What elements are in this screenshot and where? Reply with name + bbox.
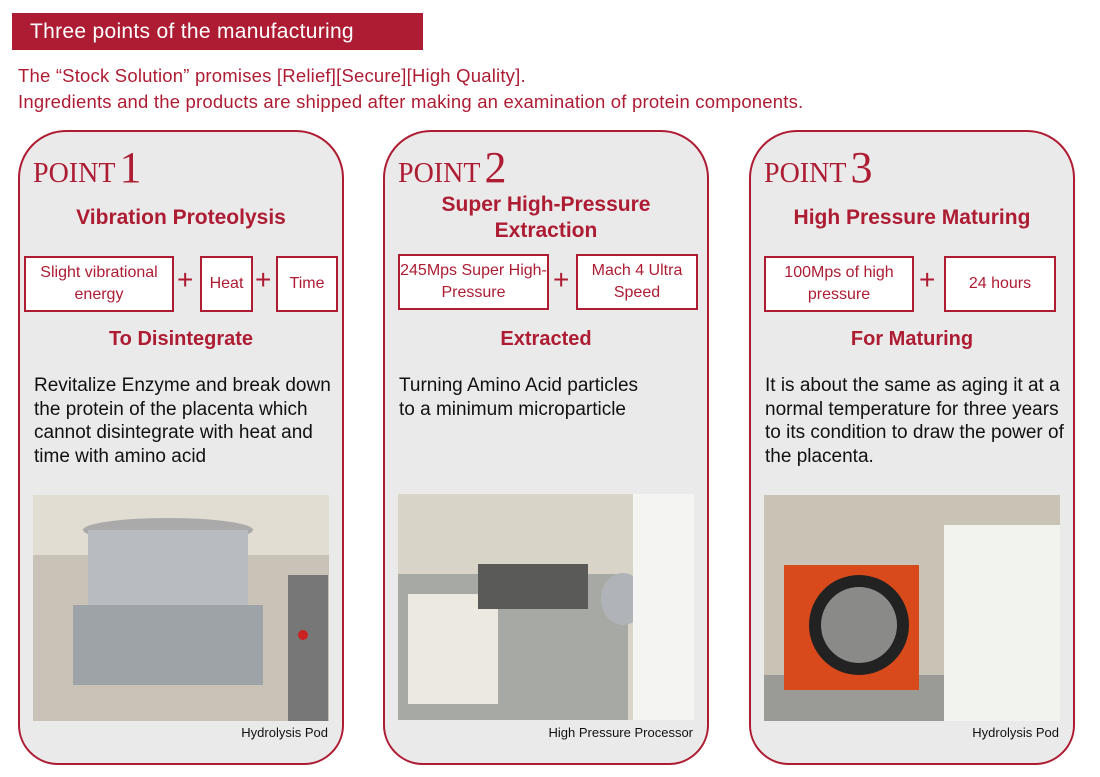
factor-box: 245Mps Super High-Pressure xyxy=(398,254,549,310)
point-heading: POINT2 xyxy=(398,142,506,193)
intro-line-1: The “Stock Solution” promises [Relief][S… xyxy=(18,65,526,86)
intro-line-2: Ingredients and the products are shipped… xyxy=(18,91,804,112)
maturing-machine-photo xyxy=(764,495,1060,721)
factor-box: Time xyxy=(276,256,338,312)
factor-box: 100Mps of high pressure xyxy=(764,256,914,312)
intro-text: The “Stock Solution” promises [Relief][S… xyxy=(18,63,803,115)
section-banner: Three points of the manufacturing xyxy=(12,13,423,50)
card-title: Super High-Pressure Extraction xyxy=(441,193,651,242)
high-pressure-processor-photo xyxy=(398,494,694,720)
plus-icon: + xyxy=(177,264,194,295)
point-word: POINT xyxy=(764,158,847,189)
hydrolysis-pod-photo xyxy=(33,495,329,721)
point-number: 1 xyxy=(119,143,142,192)
point-card-2: POINT2 Super High-Pressure Extraction 24… xyxy=(383,130,709,765)
point-word: POINT xyxy=(33,158,116,189)
plus-icon: + xyxy=(255,264,272,295)
description: Revitalize Enzyme and break down the pro… xyxy=(34,375,331,467)
factor-box: Mach 4 Ultra Speed xyxy=(576,254,698,310)
card-title: High Pressure Maturing xyxy=(793,206,1031,229)
result-label: Extracted xyxy=(500,328,592,350)
card-title: Vibration Proteolysis xyxy=(76,206,286,229)
photo-caption: Hydrolysis Pod xyxy=(241,725,328,740)
photo-caption: High Pressure Processor xyxy=(548,725,694,740)
factor-box: Heat xyxy=(200,256,253,312)
point-number: 3 xyxy=(850,143,873,192)
point-word: POINT xyxy=(398,158,481,189)
point-heading: POINT1 xyxy=(33,142,141,193)
point-heading: POINT3 xyxy=(764,142,872,193)
point-card-1: POINT1 Vibration Proteolysis Slight vibr… xyxy=(18,130,344,765)
plus-icon: + xyxy=(553,264,570,295)
photo-caption: Hydrolysis Pod xyxy=(972,725,1059,740)
result-label: For Maturing xyxy=(850,328,974,350)
description: It is about the same as aging it at a no… xyxy=(765,375,1064,467)
factor-box: 24 hours xyxy=(944,256,1056,312)
result-label: To Disintegrate xyxy=(108,328,254,350)
point-card-3: POINT3 High Pressure Maturing 100Mps of … xyxy=(749,130,1075,765)
point-number: 2 xyxy=(484,143,507,192)
factor-box: Slight vibrational energy xyxy=(24,256,174,312)
description: Turning Amino Acid particles to a minimu… xyxy=(399,375,639,420)
plus-icon: + xyxy=(919,264,936,295)
